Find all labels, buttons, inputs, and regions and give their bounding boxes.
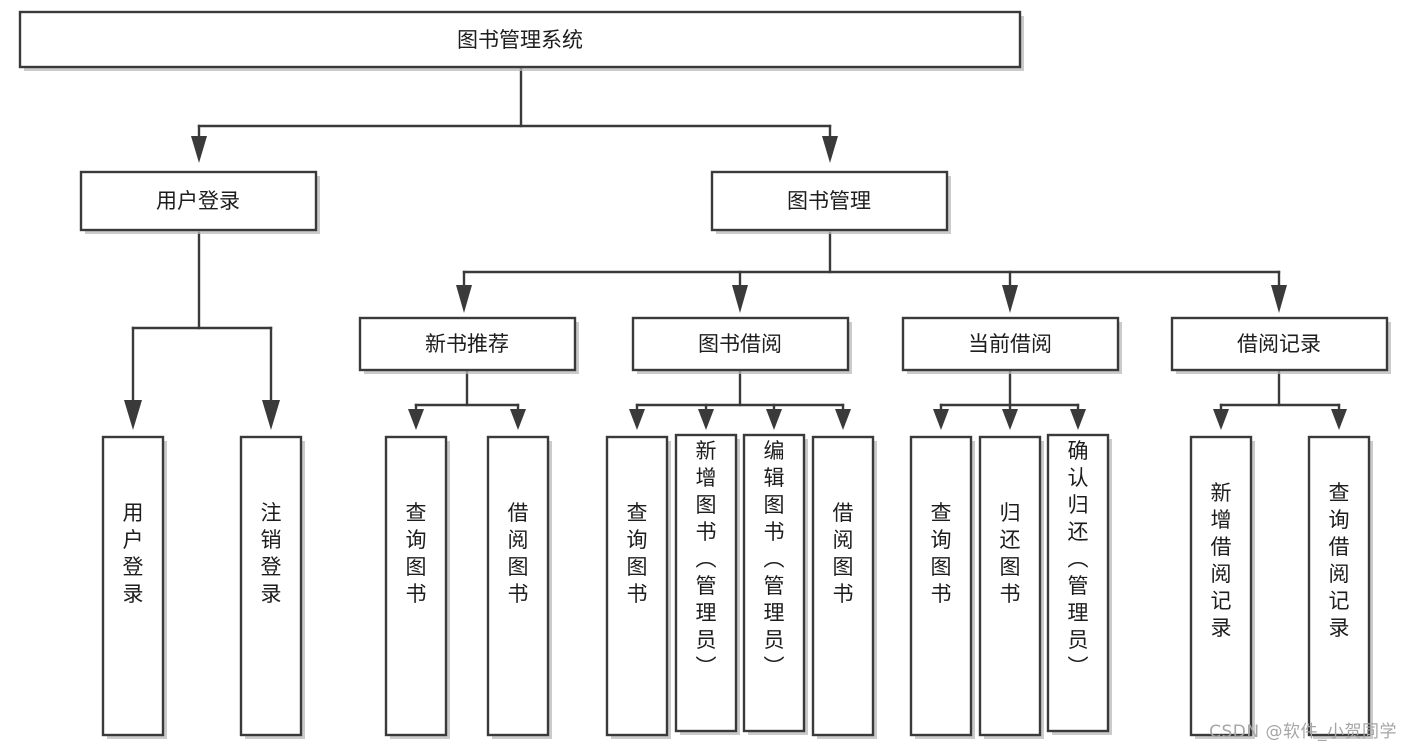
arrow-to-bookmanage [822,136,838,163]
node-leaf-query-book-1-label: 查询图书 [406,501,427,606]
csdn-watermark: CSDN @软件_小贺同学 [1209,722,1397,742]
arrow-to-leaf-add-book [698,409,714,430]
node-leaf-return-book[interactable]: 归还图书 [978,435,1044,739]
node-leaf-add-record-label: 新增借阅记录 [1211,481,1232,640]
arrow-to-leaf-add-record [1213,409,1229,430]
node-leaf-confirm-return-label: 确认归还︵管理员︶ [1068,439,1089,679]
node-leaf-user-login-label: 用户登录 [123,501,144,606]
node-leaf-add-book-rect [674,433,738,733]
node-leaf-borrow-book-1-label: 借阅图书 [508,501,529,606]
node-leaf-query-book-3-rect [909,435,973,737]
node-book-borrow-label: 图书借阅 [698,332,782,356]
arrow-to-leaf-user-login [124,400,142,430]
node-root-rect [18,10,1022,69]
node-leaf-borrow-book-2-rect [811,435,875,737]
node-leaf-edit-book-label: 编辑图书︵管理员︶ [764,439,785,679]
node-root[interactable]: 图书管理系统 [18,10,1024,71]
arrow-to-leaf-borrow-book-2 [835,409,851,430]
node-user-login-rect [79,170,318,232]
node-leaf-add-book[interactable]: 新增图书︵管理员︶ [674,433,740,735]
node-leaf-user-logout-rect [239,435,303,737]
arrow-to-leaf-confirm-return [1070,409,1086,430]
node-leaf-add-record-rect [1189,435,1253,737]
arrow-to-userlogin [191,136,207,163]
node-borrow-record-rect [1170,316,1389,372]
node-leaf-query-book-3-label: 查询图书 [931,501,952,606]
node-new-book-rec[interactable]: 新书推荐 [358,316,579,374]
node-leaf-confirm-return-rect [1046,433,1110,733]
arrow-to-leaf-user-logout [262,400,280,430]
node-leaf-query-book-3[interactable]: 查询图书 [909,435,975,739]
connector-group-borrowrecord [1213,370,1347,430]
node-new-book-rec-rect [358,316,577,372]
arrow-to-leaf-query-book-1 [408,409,424,430]
node-leaf-edit-book-rect [742,433,806,733]
node-new-book-rec-label: 新书推荐 [425,332,509,356]
node-leaf-query-book-1-rect [384,435,448,737]
connector-group-bookborrow [629,370,851,430]
node-book-borrow-rect [631,316,850,372]
node-leaf-return-book-label: 归还图书 [1000,501,1021,606]
node-leaf-query-record-label: 查询借阅记录 [1329,481,1350,640]
node-leaf-confirm-return[interactable]: 确认归还︵管理员︶ [1046,433,1112,735]
node-current-borrow-rect [901,316,1120,372]
node-book-borrow[interactable]: 图书借阅 [631,316,852,374]
node-leaf-query-record-rect [1307,435,1371,737]
node-borrow-record-label: 借阅记录 [1237,332,1321,356]
node-user-login-label: 用户登录 [156,189,240,213]
arrow-to-leaf-return-book [1002,409,1018,430]
node-leaf-add-record[interactable]: 新增借阅记录 [1189,435,1255,739]
node-book-manage[interactable]: 图书管理 [710,170,951,234]
connector-group-root [191,67,838,163]
node-book-manage-label: 图书管理 [787,189,871,213]
node-current-borrow-label: 当前借阅 [968,332,1052,356]
node-leaf-user-logout[interactable]: 注销登录 [239,435,305,739]
arrow-to-new-book-rec [456,285,472,313]
connector-group-currentborrow [933,370,1086,430]
arrow-to-leaf-edit-book [766,409,782,430]
node-leaf-edit-book[interactable]: 编辑图书︵管理员︶ [742,433,808,735]
node-leaf-borrow-book-2-label: 借阅图书 [833,501,854,606]
arrow-to-leaf-query-book-3 [933,409,949,430]
node-root-label: 图书管理系统 [457,28,583,52]
node-leaf-add-book-label: 新增图书︵管理员︶ [696,439,717,679]
node-leaf-query-book-1[interactable]: 查询图书 [384,435,450,739]
node-leaf-query-record[interactable]: 查询借阅记录 [1307,435,1373,739]
node-leaf-user-login-rect [101,435,165,737]
node-leaf-user-logout-label: 注销登录 [261,501,282,606]
arrow-to-leaf-query-book-2 [629,409,645,430]
node-leaf-query-book-2-label: 查询图书 [627,501,648,606]
node-leaf-borrow-book-1[interactable]: 借阅图书 [486,435,552,739]
arrow-to-leaf-query-record [1331,409,1347,430]
node-leaf-query-book-2-rect [605,435,669,737]
node-book-manage-rect [710,170,949,232]
node-current-borrow[interactable]: 当前借阅 [901,316,1122,374]
node-borrow-record[interactable]: 借阅记录 [1170,316,1391,374]
node-leaf-borrow-book-2[interactable]: 借阅图书 [811,435,877,739]
connector-group-newbookrec [408,370,526,430]
node-leaf-return-book-rect [978,435,1042,737]
connector-group-userlogin [124,231,280,430]
node-user-login[interactable]: 用户登录 [79,170,320,234]
node-leaf-user-login[interactable]: 用户登录 [101,435,167,739]
arrow-to-leaf-borrow-book-1 [510,409,526,430]
arrow-to-book-borrow [732,285,748,313]
node-leaf-query-book-2[interactable]: 查询图书 [605,435,671,739]
arrow-to-borrow-record [1271,285,1287,313]
arrow-to-current-borrow [1002,285,1018,313]
node-leaf-borrow-book-1-rect [486,435,550,737]
connector-group-bookmanage [456,231,1287,313]
